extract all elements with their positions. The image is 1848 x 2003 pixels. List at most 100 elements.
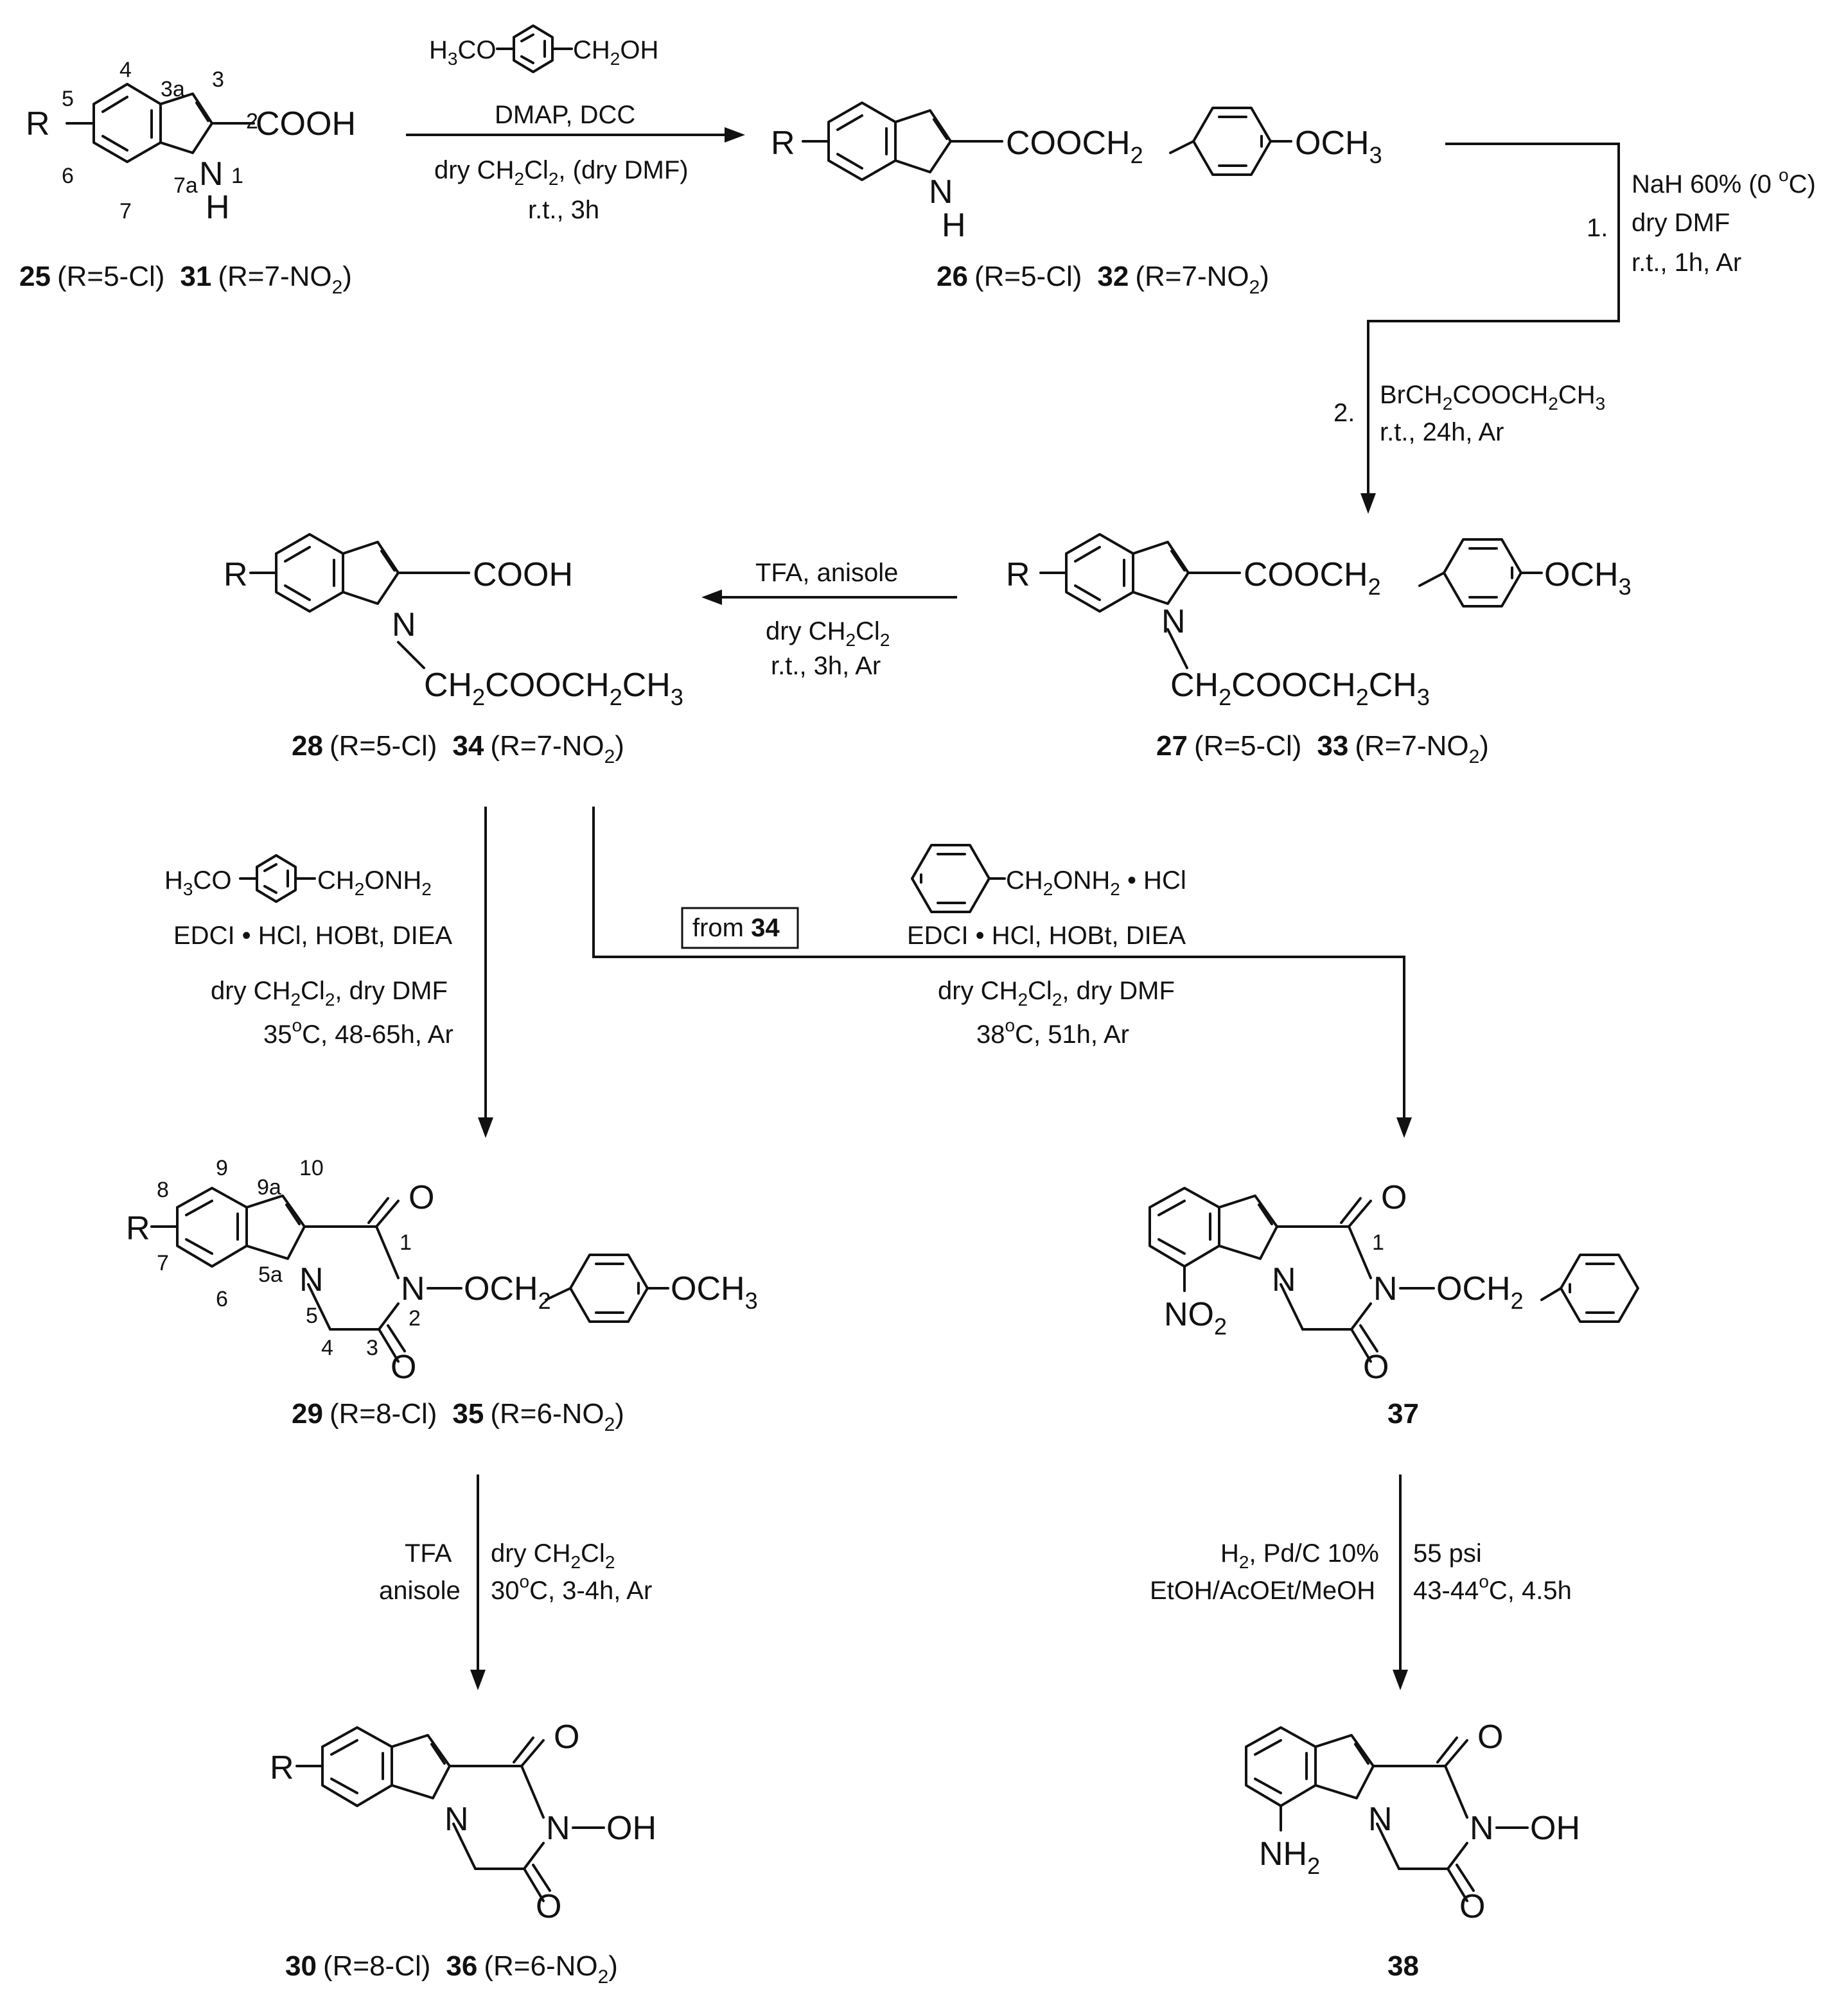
svg-text:1: 1 <box>1372 1230 1384 1255</box>
compound-28: R COOH N CH2COOCH2CH3 <box>224 533 683 710</box>
svg-text:O: O <box>1363 1349 1389 1386</box>
svg-text:9a: 9a <box>257 1175 281 1200</box>
conditions-step2: 1. NaH 60% (0 oC) dry DMF r.t., 1h, Ar 2… <box>1333 165 1816 446</box>
svg-text:OCH3: OCH3 <box>1544 556 1632 600</box>
svg-text:7: 7 <box>157 1251 169 1275</box>
conditions-step1: H3CO CH2OH DMAP, DCC dry CH2Cl2, (dry DM… <box>429 24 689 224</box>
svg-text:CH2ONH2 • HCl: CH2ONH2 • HCl <box>1006 866 1186 899</box>
svg-text:dry CH2Cl2, dry DMF: dry CH2Cl2, dry DMF <box>938 977 1175 1010</box>
svg-text:CH2COOCH2CH3: CH2COOCH2CH3 <box>424 667 683 710</box>
atom-number-7: 7 <box>119 199 132 223</box>
svg-text:BrCH2COOCH2CH3: BrCH2COOCH2CH3 <box>1380 381 1605 414</box>
reaction-arrow-step6 <box>470 1474 486 1690</box>
compound-label-27-33: 27(R=5-Cl)33(R=7-NO2) <box>1156 730 1489 767</box>
svg-text:COOH: COOH <box>473 556 573 593</box>
svg-text:5a: 5a <box>258 1263 283 1287</box>
svg-text:R: R <box>270 1749 294 1787</box>
svg-text:O: O <box>1381 1179 1407 1216</box>
svg-text:3: 3 <box>366 1336 378 1360</box>
svg-text:OCH3: OCH3 <box>1295 125 1382 168</box>
svg-text:N: N <box>1368 1801 1393 1838</box>
svg-text:r.t., 3h, Ar: r.t., 3h, Ar <box>771 652 881 680</box>
nh-label: N <box>199 155 224 193</box>
atom-number-6: 6 <box>62 164 74 188</box>
from-34-box <box>681 907 799 949</box>
svg-text:N: N <box>1272 1261 1296 1299</box>
svg-text:R: R <box>771 125 795 162</box>
svg-text:N: N <box>392 606 416 643</box>
svg-text:1.: 1. <box>1587 214 1608 242</box>
svg-text:H3CO: H3CO <box>164 866 231 899</box>
svg-text:55 psi: 55 psi <box>1413 1539 1482 1568</box>
svg-text:R: R <box>1006 556 1030 593</box>
compound-37: O N N O OCH2 NO2 1 <box>1148 1179 1639 1386</box>
svg-text:from 34: from 34 <box>692 914 780 942</box>
svg-text:OH: OH <box>1530 1810 1580 1847</box>
svg-text:EtOH/AcOEt/MeOH: EtOH/AcOEt/MeOH <box>1150 1577 1375 1605</box>
compound-29: R O N N O OCH2 OCH3 9 9a 10 8 7 6 5a 5 4… <box>126 1156 758 1386</box>
svg-text:dry DMF: dry DMF <box>1632 209 1730 237</box>
svg-text:r.t., 1h, Ar: r.t., 1h, Ar <box>1632 249 1741 277</box>
conditions-step3: TFA, anisole dry CH2Cl2 r.t., 3h, Ar <box>755 559 898 680</box>
compound-27: R COOCH2 OCH3 N CH2COOCH2CH3 <box>1006 533 1632 710</box>
compound-label-37: 37 <box>1387 1398 1419 1430</box>
svg-text:H2, Pd/C 10%: H2, Pd/C 10% <box>1220 1539 1379 1572</box>
atom-number-4: 4 <box>119 58 132 82</box>
svg-text:2.: 2. <box>1333 399 1355 427</box>
svg-text:R: R <box>126 1210 150 1247</box>
svg-text:OCH3: OCH3 <box>671 1270 758 1314</box>
svg-text:2: 2 <box>409 1306 421 1331</box>
atom-number-5: 5 <box>62 87 74 111</box>
svg-text:O: O <box>536 1888 561 1925</box>
conditions-step4: H3CO CH2ONH2 EDCI • HCl, HOBt, DIEA dry … <box>164 854 453 1049</box>
compound-26: R COOCH2 OCH3 N H <box>771 101 1382 244</box>
svg-text:CH2COOCH2CH3: CH2COOCH2CH3 <box>1170 667 1430 710</box>
reaction-arrow-step7 <box>1393 1474 1408 1690</box>
svg-text:O: O <box>1477 1719 1503 1756</box>
svg-text:CH2ONH2: CH2ONH2 <box>317 866 432 899</box>
svg-text:38oC, 51h, Ar: 38oC, 51h, Ar <box>976 1015 1129 1049</box>
r-group: R <box>26 105 50 143</box>
svg-text:dry CH2Cl2, dry DMF: dry CH2Cl2, dry DMF <box>211 977 448 1010</box>
svg-text:5: 5 <box>306 1304 318 1328</box>
compound-30: R O N N OH O <box>270 1719 656 1925</box>
svg-text:COOCH2: COOCH2 <box>1006 125 1143 168</box>
svg-text:dry CH2Cl2, (dry DMF): dry CH2Cl2, (dry DMF) <box>434 156 689 189</box>
svg-text:O: O <box>391 1349 416 1386</box>
h-label: H <box>206 189 230 226</box>
step1-line4: r.t., 3h <box>528 196 599 224</box>
compound-38: O N N OH O NH2 <box>1245 1719 1580 1925</box>
svg-text:9: 9 <box>216 1156 228 1180</box>
compound-label-29-35: 29(R=8-Cl)35(R=6-NO2) <box>292 1398 624 1435</box>
svg-text:dry CH2Cl2: dry CH2Cl2 <box>766 617 890 650</box>
compound-label-25-31: 25(R=5-Cl)31(R=7-NO2) <box>19 261 352 298</box>
svg-text:anisole: anisole <box>379 1577 461 1605</box>
compound-label-28-34: 28(R=5-Cl)34(R=7-NO2) <box>292 730 624 767</box>
reaction-arrow-step2 <box>1360 143 1620 514</box>
svg-text:OCH2: OCH2 <box>1436 1270 1524 1314</box>
svg-text:TFA, anisole: TFA, anisole <box>755 559 898 587</box>
conditions-step7: H2, Pd/C 10% EtOH/AcOEt/MeOH 55 psi 43-4… <box>1150 1539 1572 1605</box>
step1-line2: DMAP, DCC <box>495 101 635 129</box>
atom-number-3: 3 <box>212 67 224 92</box>
svg-text:N: N <box>401 1270 425 1308</box>
reaction-arrow-step5 <box>592 807 1412 1138</box>
svg-text:TFA: TFA <box>405 1539 452 1568</box>
svg-text:CH2OH: CH2OH <box>573 36 658 69</box>
svg-text:COOCH2: COOCH2 <box>1244 556 1381 600</box>
svg-text:N: N <box>444 1801 469 1838</box>
svg-text:H: H <box>942 207 966 244</box>
atom-number-7a: 7a <box>173 173 198 198</box>
svg-text:6: 6 <box>216 1287 228 1311</box>
svg-text:35oC, 48-65h, Ar: 35oC, 48-65h, Ar <box>263 1015 453 1049</box>
svg-text:N: N <box>1161 603 1186 640</box>
svg-text:EDCI • HCl, HOBt, DIEA: EDCI • HCl, HOBt, DIEA <box>173 922 452 950</box>
svg-text:4: 4 <box>321 1336 333 1360</box>
svg-text:N: N <box>546 1810 570 1847</box>
svg-text:43-44oC, 4.5h: 43-44oC, 4.5h <box>1413 1571 1572 1605</box>
svg-text:NH2: NH2 <box>1259 1835 1320 1879</box>
reaction-arrow-step1 <box>406 127 745 143</box>
compound-25: R COOH N H 4 3a 3 2 5 6 7 7a 1 <box>26 58 356 226</box>
svg-text:10: 10 <box>299 1156 324 1180</box>
svg-text:N: N <box>929 173 953 211</box>
